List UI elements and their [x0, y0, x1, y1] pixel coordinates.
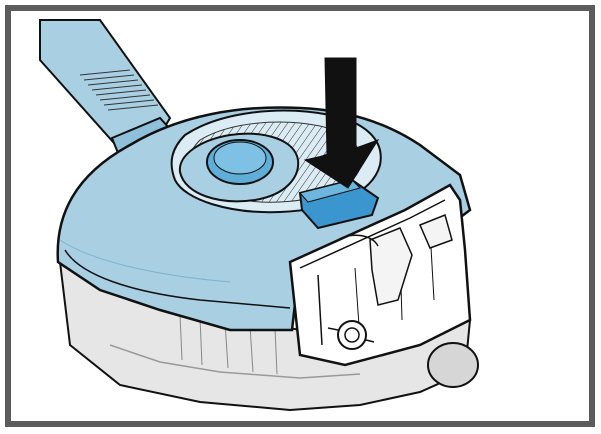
- vacuum-body: [58, 260, 479, 412]
- down-arrow-icon: [303, 57, 380, 189]
- filter-cap: [178, 132, 300, 203]
- wheel: [427, 342, 479, 388]
- open-compartment: [288, 183, 472, 367]
